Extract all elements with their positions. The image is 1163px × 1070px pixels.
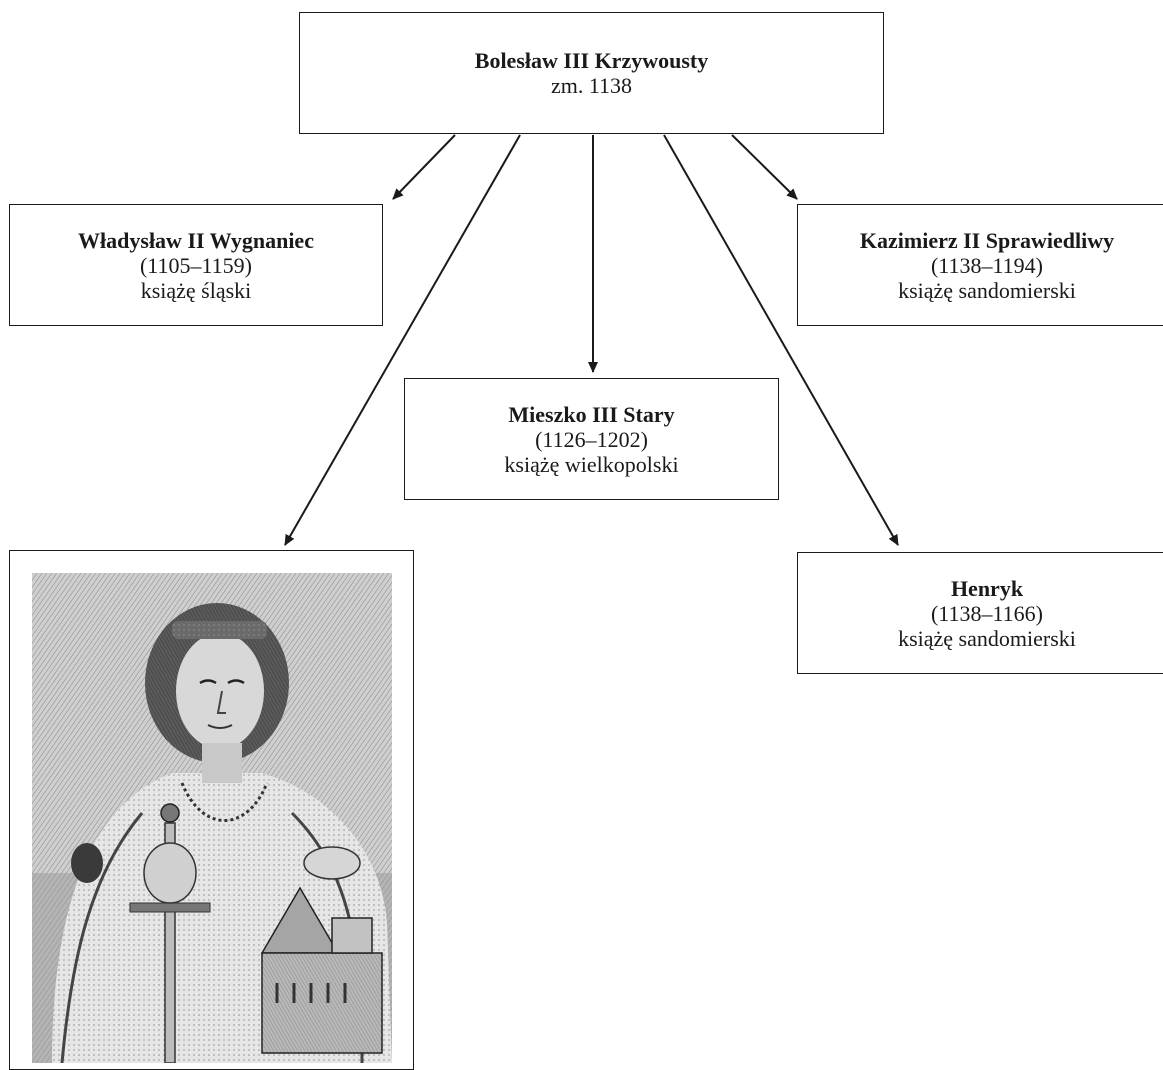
root-note: zm. 1138 xyxy=(550,73,633,98)
child-name: Mieszko III Stary xyxy=(508,401,675,427)
child-years: (1138–1166) xyxy=(930,600,1044,626)
child-node-kazimierz: Kazimierz II Sprawiedliwy (1138–1194) ks… xyxy=(797,204,1163,326)
child-years: (1138–1194) xyxy=(930,252,1044,278)
child-node-henryk: Henryk (1138–1166) książę sandomierski xyxy=(797,552,1163,674)
arrow-to-kazimierz xyxy=(731,134,798,200)
root-node: Bolesław III Krzywousty zm. 1138 xyxy=(299,12,884,134)
child-node-mieszko: Mieszko III Stary (1126–1202) książę wie… xyxy=(404,378,779,500)
child-node-wladyslaw: Władysław II Wygnaniec (1105–1159) książ… xyxy=(9,204,383,326)
child-years: (1105–1159) xyxy=(139,252,253,278)
child-title: książę wielkopolski xyxy=(504,451,679,477)
root-name: Bolesław III Krzywousty xyxy=(474,48,709,73)
child-years: (1126–1202) xyxy=(535,426,648,452)
child-title: książę sandomierski xyxy=(898,277,1076,303)
child-name: Henryk xyxy=(950,575,1024,601)
child-title: książę śląski xyxy=(140,277,252,303)
child-title: książę sandomierski xyxy=(898,625,1076,651)
child-name: Kazimierz II Sprawiedliwy xyxy=(859,227,1115,253)
arrow-to-wladyslaw xyxy=(392,134,456,200)
portrait-engraving-icon xyxy=(32,573,392,1063)
child-name: Władysław II Wygnaniec xyxy=(78,227,314,253)
portrait-frame xyxy=(9,550,414,1070)
